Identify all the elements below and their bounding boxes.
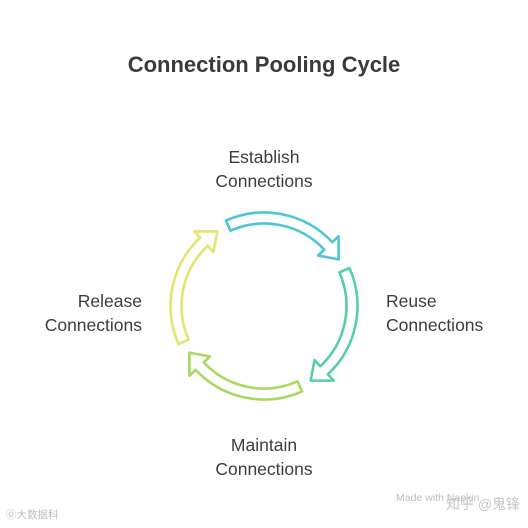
stage-label-line: Connections [386,315,484,335]
stage-label-reuse: Reuse Connections [386,289,526,337]
stage-label-line: Connections [44,315,142,335]
stage-label-maintain: Maintain Connections [164,433,364,481]
arrow-reuse [309,266,359,382]
arrow-release [169,230,219,346]
source-watermark: ⓪大数据科 [6,509,59,521]
stage-label-line: Connections [215,171,313,191]
stage-label-line: Connections [215,459,313,479]
diagram-title: Connection Pooling Cycle [127,52,401,77]
arrow-establish [224,211,340,261]
stage-label-line: Release [77,291,142,311]
stage-label-line: Maintain [230,435,298,455]
cycle-arrows [169,211,359,401]
stage-label-establish: Establish Connections [164,145,364,193]
made-with-watermark: Made with Napkin [396,492,480,504]
stage-label-line: Establish [228,147,300,167]
arrow-maintain [188,351,304,401]
zhihu-watermark: 知乎 @鬼锋 [446,496,521,512]
stage-label-line: Reuse [386,291,437,311]
stage-label-release: Release Connections [10,289,142,337]
